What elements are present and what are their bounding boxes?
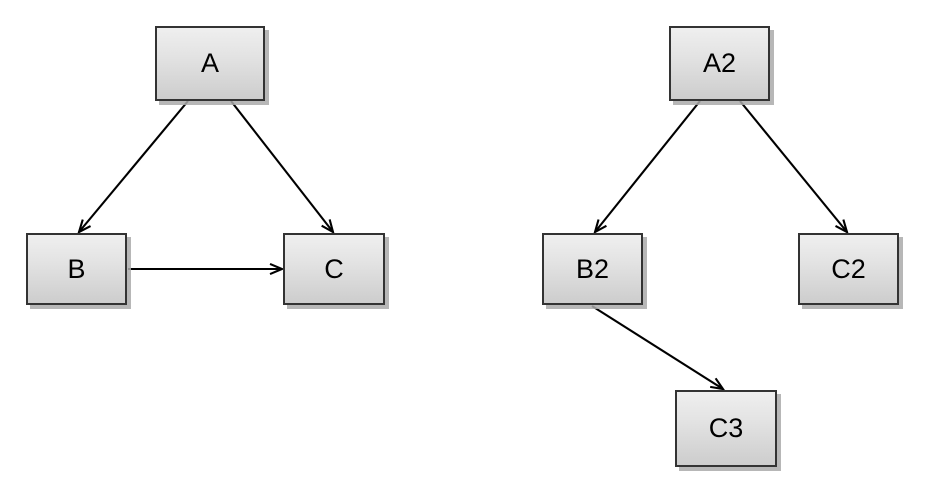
arrowhead-icon: [269, 262, 285, 276]
node-a[interactable]: A: [155, 26, 265, 101]
node-label: B: [67, 253, 86, 284]
node-c[interactable]: C: [283, 233, 385, 305]
edge-a2-to-c2: [739, 100, 849, 235]
node-label: C3: [708, 413, 744, 443]
node-a2[interactable]: A2: [669, 26, 770, 101]
edge-a-to-c: [230, 100, 335, 235]
node-c2[interactable]: C2: [798, 233, 899, 305]
edge-a-to-b: [77, 100, 189, 235]
arrowhead-icon: [835, 219, 849, 235]
node-label: A2: [702, 48, 737, 78]
arrowhead-icon: [321, 219, 335, 235]
arrowhead-icon: [593, 219, 607, 235]
arrowhead-icon: [77, 219, 92, 235]
node-b2[interactable]: B2: [542, 233, 643, 305]
node-b[interactable]: B: [26, 233, 127, 305]
node-label: A: [200, 48, 219, 78]
edge-a2-to-b2: [593, 100, 701, 235]
edge-b-to-c: [128, 262, 285, 276]
node-label: C: [324, 253, 344, 284]
node-label: B2: [575, 253, 610, 284]
arrowhead-icon: [710, 377, 726, 391]
edge-b2-to-c3: [591, 305, 726, 391]
node-c3[interactable]: C3: [675, 390, 777, 467]
node-label: C2: [831, 253, 866, 284]
